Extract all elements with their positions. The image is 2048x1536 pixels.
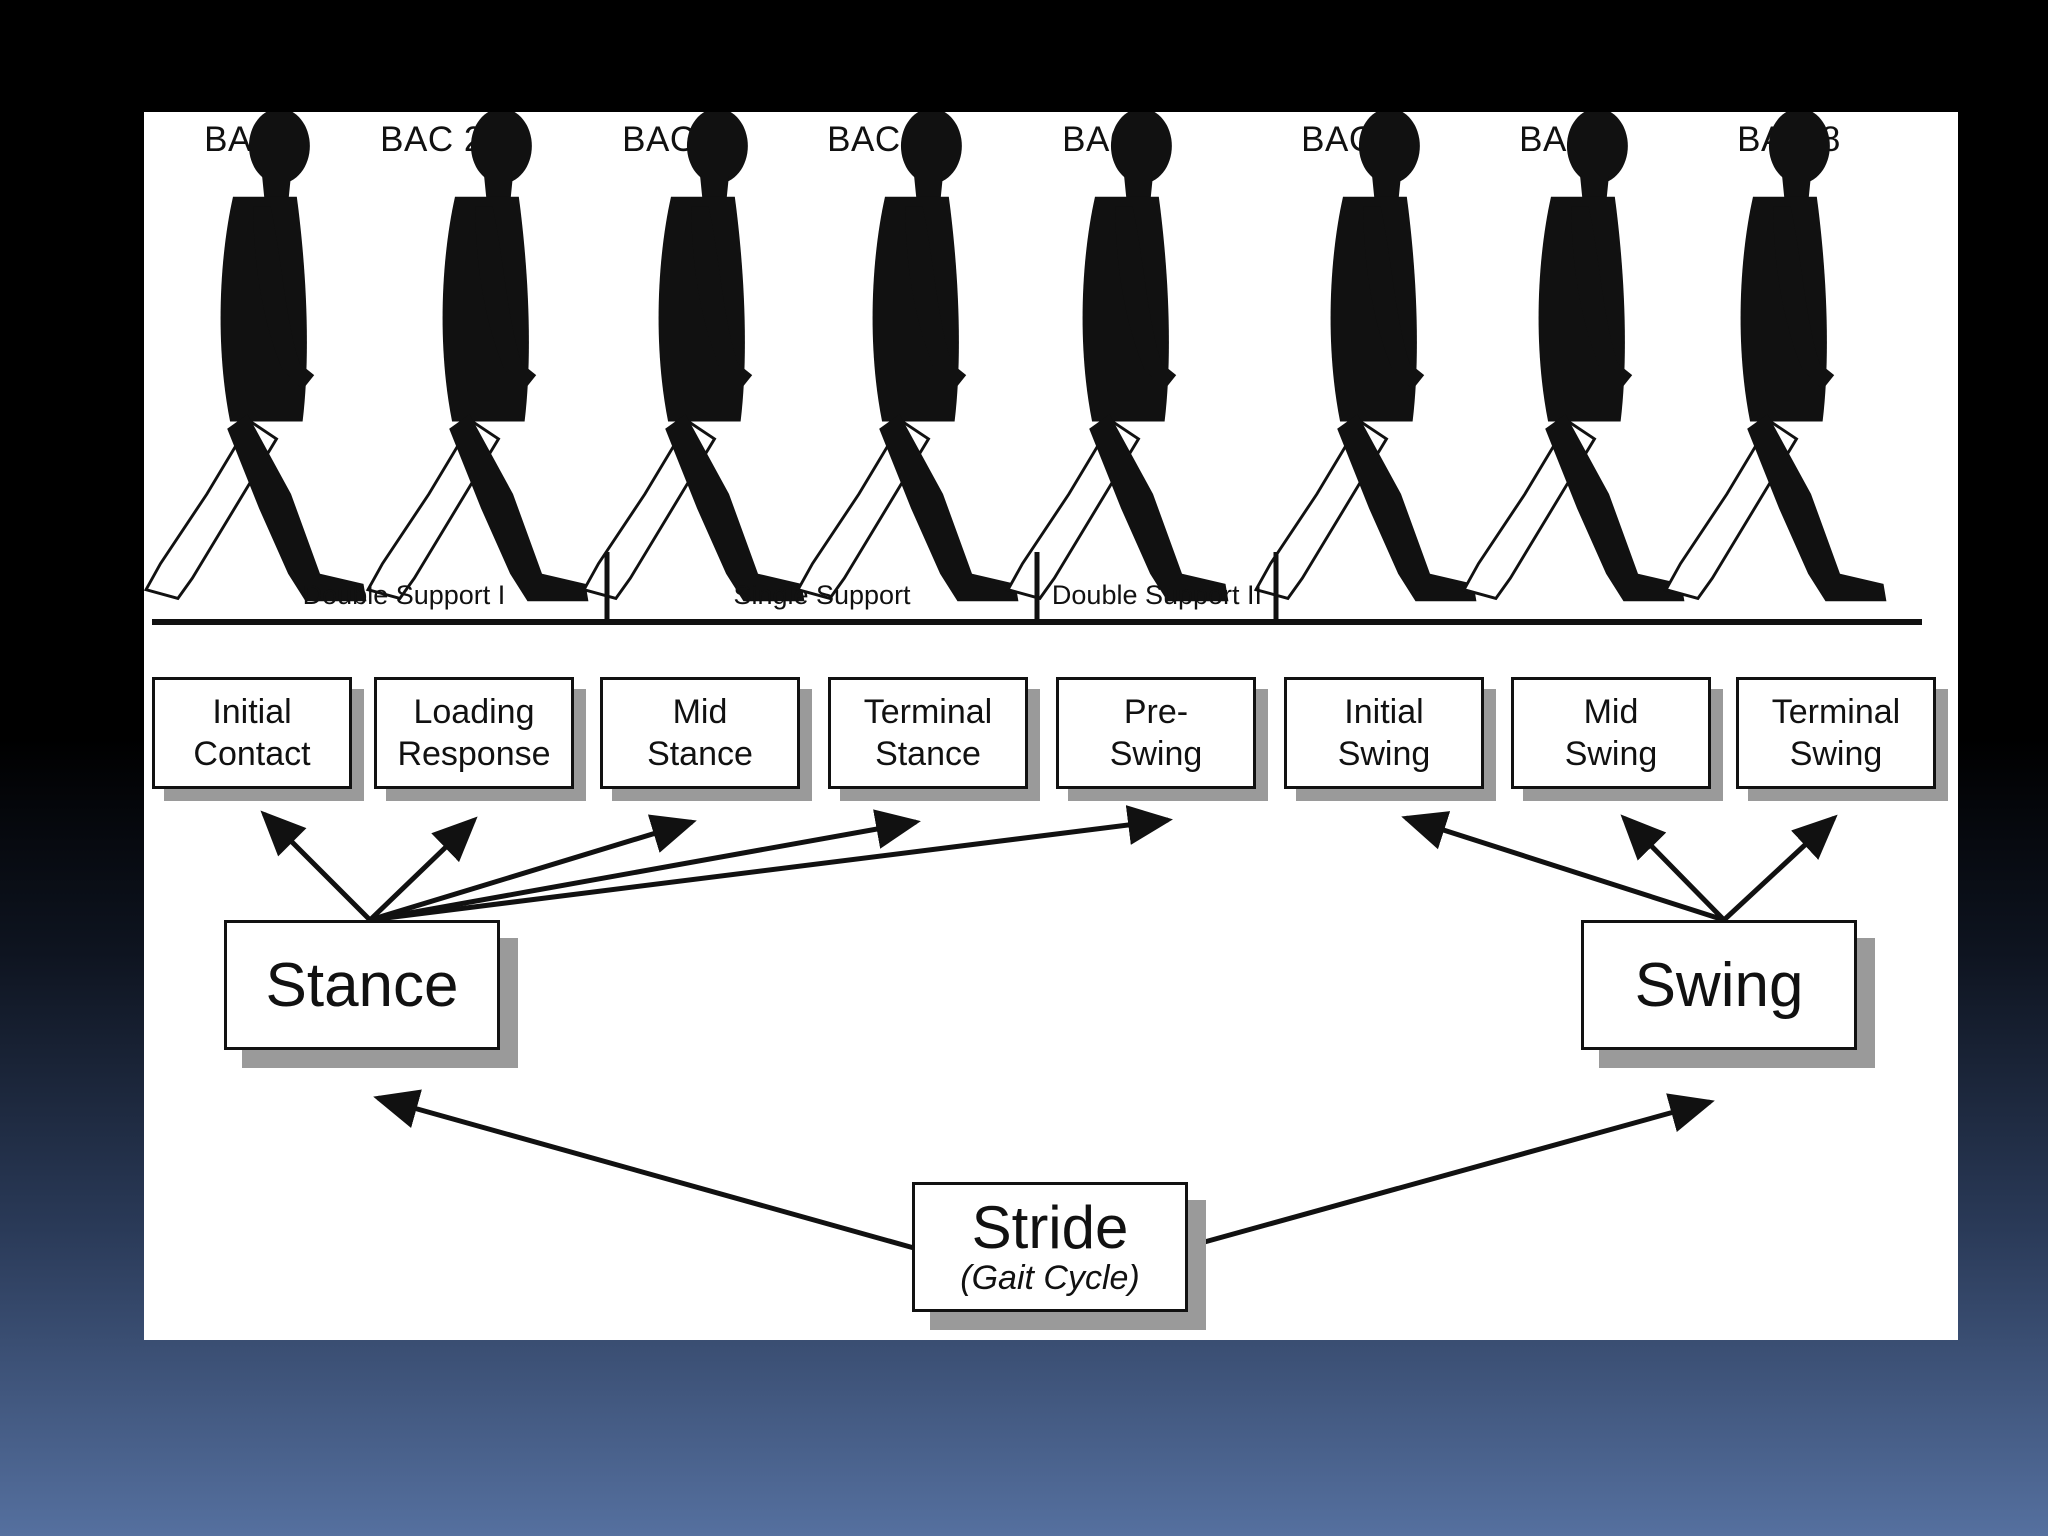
arrow-stride-swing	[1189, 1093, 1715, 1249]
gait-cycle-diagram: BAC 1 BAC 2 BAC 3 BAC 4 BAC 5 BAC 6 BAC …	[144, 112, 1958, 1340]
arrow-stance-mid-stance	[369, 814, 697, 923]
support-label-single-support: Single Support	[733, 580, 911, 610]
walking-figure-icon-2	[366, 112, 590, 603]
bac-label-2: BAC 2	[380, 120, 484, 159]
support-label-double-support-1: Double Support I	[302, 580, 506, 610]
phase-box-pre-swing: Pre-Swing	[1056, 677, 1256, 789]
support-label-double-support-2: Double Support II	[1051, 580, 1263, 610]
walking-figure-icon-6	[1254, 112, 1478, 603]
arrow-swing-mid-swing	[1620, 814, 1726, 922]
walking-figure-icon-1	[144, 112, 368, 603]
walking-figure-icon-7	[1462, 112, 1686, 603]
arrow-swing-terminal-swing	[1722, 814, 1838, 922]
arrow-stance-loading-response	[368, 816, 478, 922]
arrow-stance-initial-contact	[260, 810, 372, 922]
swing-label: Swing	[1634, 950, 1804, 1020]
arrow-stance-terminal-stance	[369, 809, 921, 923]
arrow-stance-pre-swing	[369, 805, 1173, 923]
walking-figure-icon-3	[582, 112, 806, 603]
arrow-stride-stance	[373, 1089, 915, 1251]
swing-box: Swing	[1581, 920, 1857, 1050]
stride-box: Stride (Gait Cycle)	[912, 1182, 1188, 1312]
stance-label: Stance	[265, 950, 459, 1020]
walking-figure-icon-8	[1664, 112, 1888, 603]
diagram-graphics	[144, 112, 1922, 1251]
walking-figure-icon-5	[1006, 112, 1230, 603]
gait-cycle-label: (Gait Cycle)	[960, 1259, 1140, 1297]
stride-label: Stride	[971, 1194, 1129, 1261]
walking-figure-icon-4	[796, 112, 1020, 603]
stance-box: Stance	[224, 920, 500, 1050]
arrow-swing-initial-swing	[1401, 811, 1725, 923]
